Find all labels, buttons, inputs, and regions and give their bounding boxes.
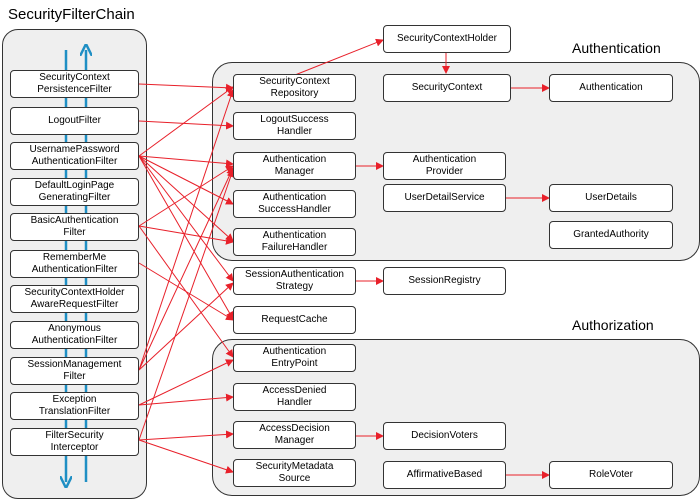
logout-success-handler-box[interactable]: LogoutSuccess Handler bbox=[233, 112, 356, 140]
granted-authority-box[interactable]: GrantedAuthority bbox=[549, 221, 673, 249]
user-detail-service-box[interactable]: UserDetailService bbox=[383, 184, 506, 212]
filter-security-context-holder-aware-request[interactable]: SecurityContextHolder AwareRequestFilter bbox=[10, 285, 139, 313]
authentication-failure-handler-box[interactable]: Authentication FailureHandler bbox=[233, 228, 356, 256]
session-registry-box[interactable]: SessionRegistry bbox=[383, 267, 506, 295]
authentication-entry-point-box[interactable]: Authentication EntryPoint bbox=[233, 344, 356, 372]
authentication-manager-box[interactable]: Authentication Manager bbox=[233, 152, 356, 180]
session-authentication-strategy-box[interactable]: SessionAuthentication Strategy bbox=[233, 267, 356, 295]
affirmative-based-box[interactable]: AffirmativeBased bbox=[383, 461, 506, 489]
authentication-provider-box[interactable]: Authentication Provider bbox=[383, 152, 506, 180]
security-context-repository-box[interactable]: SecurityContext Repository bbox=[233, 74, 356, 102]
filter-basic-authentication[interactable]: BasicAuthentication Filter bbox=[10, 213, 139, 241]
role-voter-box[interactable]: RoleVoter bbox=[549, 461, 673, 489]
authorization-title: Authorization bbox=[572, 317, 654, 333]
security-context-holder-box[interactable]: SecurityContextHolder bbox=[383, 25, 511, 53]
security-metadata-source-box[interactable]: SecurityMetadata Source bbox=[233, 459, 356, 487]
authentication-box[interactable]: Authentication bbox=[549, 74, 673, 102]
filter-session-management[interactable]: SessionManagement Filter bbox=[10, 357, 139, 385]
decision-voters-box[interactable]: DecisionVoters bbox=[383, 422, 506, 450]
filter-security-interceptor[interactable]: FilterSecurity Interceptor bbox=[10, 428, 139, 456]
filter-username-password-authentication[interactable]: UsernamePassword AuthenticationFilter bbox=[10, 142, 139, 170]
filter-exception-translation[interactable]: Exception TranslationFilter bbox=[10, 392, 139, 420]
chain-title: SecurityFilterChain bbox=[8, 6, 135, 23]
filter-security-context-persistence[interactable]: SecurityContext PersistenceFilter bbox=[10, 70, 139, 98]
request-cache-box[interactable]: RequestCache bbox=[233, 306, 356, 334]
filter-remember-me-authentication[interactable]: RememberMe AuthenticationFilter bbox=[10, 250, 139, 278]
access-denied-handler-box[interactable]: AccessDenied Handler bbox=[233, 383, 356, 411]
authentication-title: Authentication bbox=[572, 40, 661, 56]
security-context-box[interactable]: SecurityContext bbox=[383, 74, 511, 102]
filter-logout[interactable]: LogoutFilter bbox=[10, 107, 139, 135]
authentication-success-handler-box[interactable]: Authentication SuccessHandler bbox=[233, 190, 356, 218]
access-decision-manager-box[interactable]: AccessDecision Manager bbox=[233, 421, 356, 449]
filter-default-login-page-generating[interactable]: DefaultLoginPage GeneratingFilter bbox=[10, 178, 139, 206]
user-details-box[interactable]: UserDetails bbox=[549, 184, 673, 212]
filter-anonymous-authentication[interactable]: Anonymous AuthenticationFilter bbox=[10, 321, 139, 349]
